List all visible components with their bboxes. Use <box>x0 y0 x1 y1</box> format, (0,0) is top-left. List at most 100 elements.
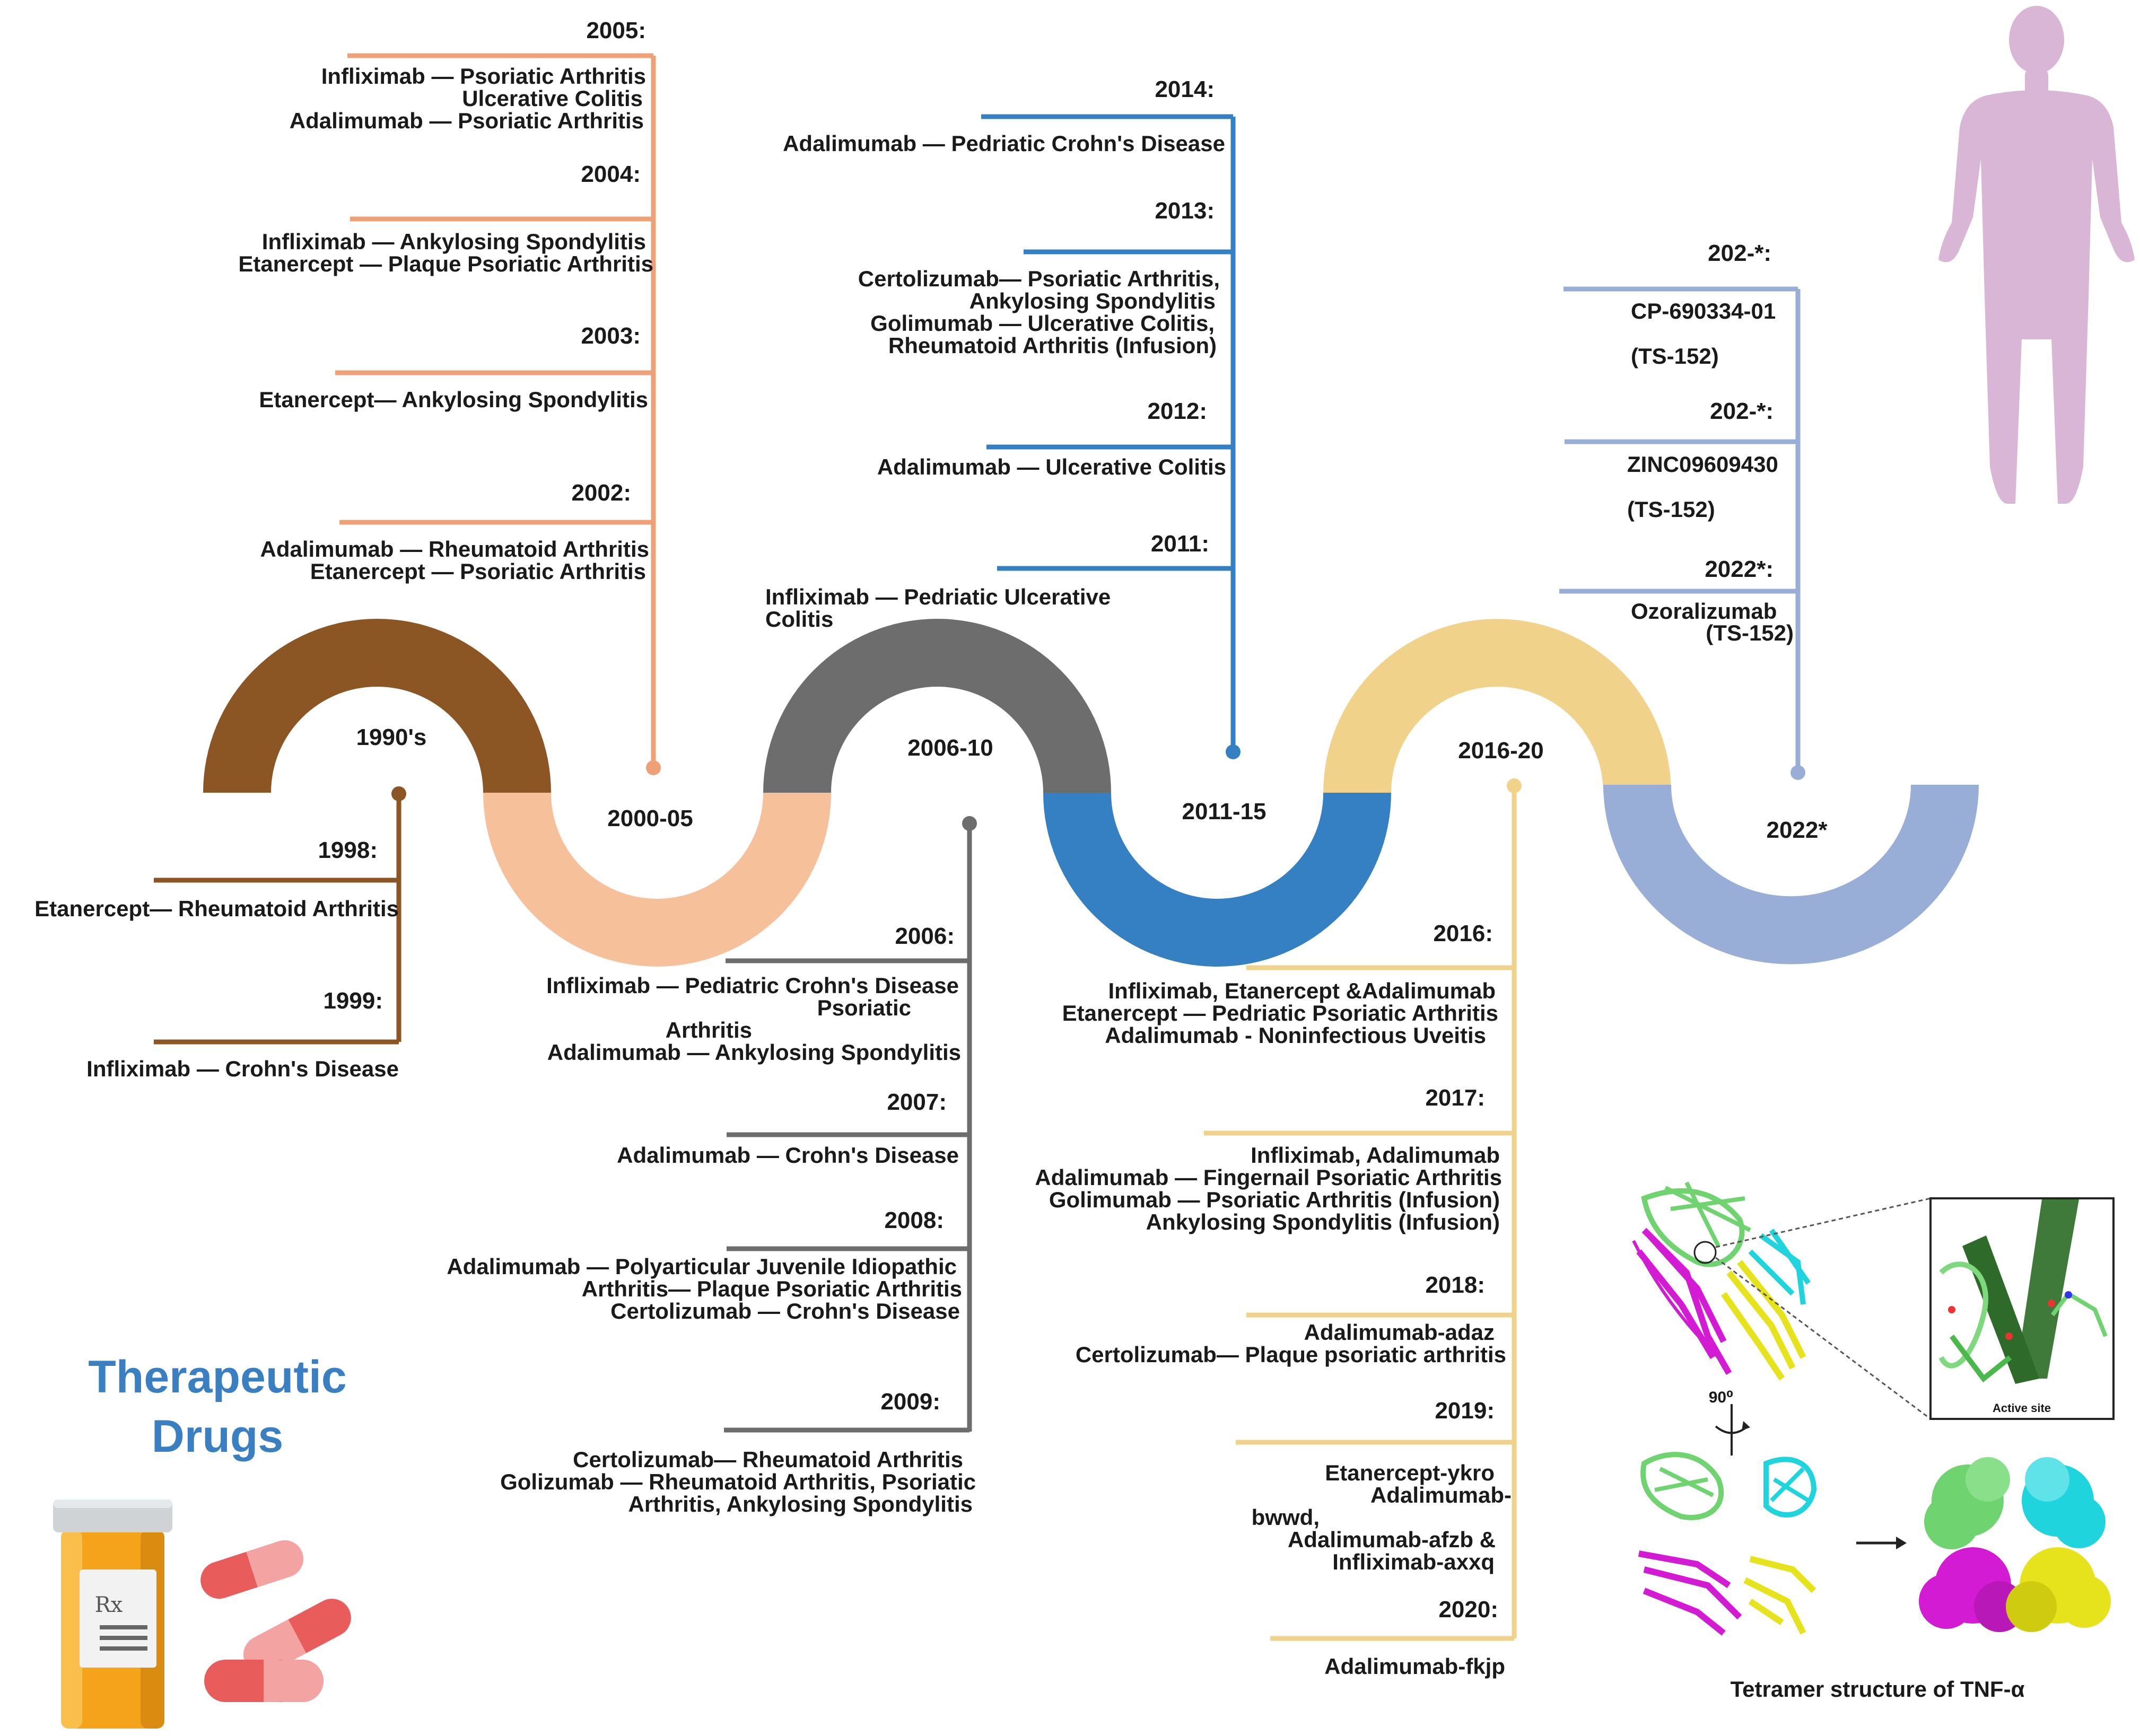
entry-2019-line-3: bwwd, <box>1252 1505 1320 1530</box>
year-2019: 2019: <box>1435 1398 1495 1424</box>
entry-2008-line-2: Arthritis— Plaque Psoriatic Arthritis <box>582 1276 962 1301</box>
year-2011: 2011: <box>1151 531 1209 557</box>
entry-2013-line-1: Certolizumab— Psoriatic Arthritis, <box>858 266 1220 291</box>
entry-2009-line-3: Arthritis, Ankylosing Spondylitis <box>628 1492 973 1516</box>
era-label-2016-20: 2016-20 <box>1458 738 1543 764</box>
era-arc-2006-10 <box>763 619 1111 793</box>
active-site-label: Active site <box>1993 1401 2051 1415</box>
entry-2017-line-3: Golimumab — Psoriatic Arthritis (Infusio… <box>1049 1187 1500 1212</box>
branch-2000-05 <box>335 53 661 775</box>
entry-2011-line-1: Infliximab — Pedriatic Ulcerative <box>765 584 1111 609</box>
active-site-inset: Active site <box>1929 1197 2115 1420</box>
entry-2006-line-3: Arthritis <box>666 1018 752 1042</box>
year-2002: 2002: <box>571 480 631 506</box>
entry-2011-line-2: Colitis <box>765 607 833 632</box>
year-2006: 2006: <box>895 923 955 949</box>
stem-dot-2006-10 <box>962 816 977 831</box>
year-2009: 2009: <box>880 1389 940 1415</box>
entry-2006-line-4: Adalimumab — Ankylosing Spondylitis <box>547 1040 961 1065</box>
year-1999: 1999: <box>323 988 383 1014</box>
entry-2019-line-4: Adalimumab-afzb & <box>1288 1527 1496 1552</box>
entry-2005-line-3: Adalimumab — Psoriatic Arthritis <box>290 108 644 133</box>
entry-2005-line-2: Ulcerative Colitis <box>462 86 643 111</box>
year-2007: 2007: <box>887 1089 947 1115</box>
tnf-caption: Tetramer structure of TNF-α <box>1731 1677 2025 1702</box>
entry-2019-line-1: Etanercept-ykro <box>1325 1460 1495 1485</box>
era-label-2006-10: 2006-10 <box>907 735 993 761</box>
year-2012: 2012: <box>1147 398 1207 424</box>
entry-2008-line-1: Adalimumab — Polyarticular Juvenile Idio… <box>447 1254 957 1279</box>
entry-202x-b-line-1: ZINC09609430 <box>1627 452 1778 477</box>
entry-2009-line-1: Certolizumab— Rheumatoid Arthritis <box>573 1447 963 1472</box>
entry-2002-line-2: Etanercept — Psoriatic Arthritis <box>310 559 646 584</box>
entry-2004-line-1: Infliximab — Ankylosing Spondylitis <box>262 229 646 254</box>
stem-dot-2011-15 <box>1226 744 1241 759</box>
year-2013: 2013: <box>1155 198 1215 224</box>
entry-2003-line-1: Etanercept— Ankylosing Spondylitis <box>259 387 648 412</box>
entry-2014-line-1: Adalimumab — Pedriatic Crohn's Disease <box>783 131 1225 156</box>
year-2014: 2014: <box>1155 76 1215 102</box>
entry-1998-line-1: Etanercept— Rheumatoid Arthritis <box>34 896 399 921</box>
rx-label: Rx <box>95 1593 123 1617</box>
entry-2018-line-2: Certolizumab— Plaque psoriatic arthritis <box>1076 1342 1506 1367</box>
entry-2020-line-1: Adalimumab-fkjp <box>1324 1654 1505 1679</box>
era-arc-2016-20 <box>1323 619 1671 793</box>
pill-bottle-icon: Rx <box>53 1500 172 1729</box>
entry-2019-line-5: Infliximab-axxq <box>1332 1549 1495 1574</box>
entry-2016-line-1: Infliximab, Etanercept &Adalimumab <box>1108 978 1496 1003</box>
therapeutic-title-line-2: Drugs <box>152 1411 283 1462</box>
year-2016: 2016: <box>1433 920 1493 946</box>
active-site-marker <box>1693 1241 1717 1264</box>
entry-2016-line-3: Adalimumab - Noninfectious Uveitis <box>1105 1023 1486 1048</box>
entry-2019-line-2: Adalimumab- <box>1370 1483 1512 1507</box>
entry-2018-line-1: Adalimumab-adaz <box>1304 1320 1495 1345</box>
entry-2012-line-1: Adalimumab — Ulcerative Colitis <box>877 454 1226 479</box>
therapeutic-title-line-1: Therapeutic <box>88 1352 346 1402</box>
human-silhouette-icon <box>1938 6 2135 504</box>
branch-2022 <box>1559 286 1805 780</box>
capsule-icon-3 <box>204 1660 324 1702</box>
year-2022: 2022*: <box>1705 556 1774 582</box>
capsule-icon-1 <box>200 1540 303 1599</box>
year-2003: 2003: <box>581 323 641 349</box>
entry-2017-line-4: Ankylosing Spondylitis (Infusion) <box>1146 1209 1500 1234</box>
year-2017: 2017: <box>1425 1085 1485 1111</box>
entry-2017-line-2: Adalimumab — Fingernail Psoriatic Arthri… <box>1035 1165 1502 1190</box>
era-arc-2011-15 <box>1043 793 1391 967</box>
year-2008: 2008: <box>884 1207 944 1233</box>
entry-2004-line-2: Etanercept — Plaque Psoriatic Arthritis <box>238 251 653 276</box>
wave-ribbon <box>203 619 1979 967</box>
entry-2016-line-2: Etanercept — Pedriatic Psoriatic Arthrit… <box>1062 1001 1498 1025</box>
entry-2009-line-2: Golizumab — Rheumatoid Arthritis, Psoria… <box>500 1469 976 1494</box>
entry-2005-line-1: Infliximab — Psoriatic Arthritis <box>321 64 646 89</box>
era-arc-2000-05 <box>483 793 831 967</box>
tnf-ribbon-structure-top <box>1632 1181 1931 1420</box>
year-1998: 1998: <box>318 837 378 863</box>
entry-2022-line-2: (TS-152) <box>1706 620 1794 645</box>
stem-dot-2000-05 <box>646 760 661 775</box>
stem-dot-1990s <box>391 786 406 801</box>
year-2018: 2018: <box>1425 1272 1485 1298</box>
year-2005: 2005: <box>586 17 646 43</box>
entry-2006-line-1: Infliximab — Pediatric Crohn's Disease <box>546 973 959 998</box>
tnf-ribbon-structure-bottom <box>1638 1452 1817 1636</box>
branch-2006-10 <box>724 816 977 1433</box>
arrow-icon <box>1856 1537 1907 1549</box>
branch-1990s <box>154 786 406 1045</box>
rotation-label: 90⁰ <box>1709 1389 1734 1406</box>
era-arc-1990s <box>203 619 551 793</box>
era-label-1990s: 1990's <box>356 724 427 750</box>
entry-2017-line-1: Infliximab, Adalimumab <box>1251 1143 1500 1168</box>
entry-2022-line-1: Ozoralizumab <box>1631 599 1777 624</box>
era-arc-2022 <box>1603 785 1979 965</box>
entry-2002-line-1: Adalimumab — Rheumatoid Arthritis <box>260 537 649 562</box>
stem-dot-2022 <box>1790 765 1805 780</box>
stem-dot-2016-20 <box>1507 778 1522 793</box>
entry-2007-line-1: Adalimumab — Crohn's Disease <box>617 1143 959 1168</box>
branch-2016-20 <box>1204 778 1522 1641</box>
era-label-2000-05: 2000-05 <box>607 805 693 831</box>
year-2004: 2004: <box>581 161 641 187</box>
tnf-surface-structure <box>1919 1457 2111 1632</box>
rotation-indicator: 90⁰ <box>1709 1389 1750 1456</box>
